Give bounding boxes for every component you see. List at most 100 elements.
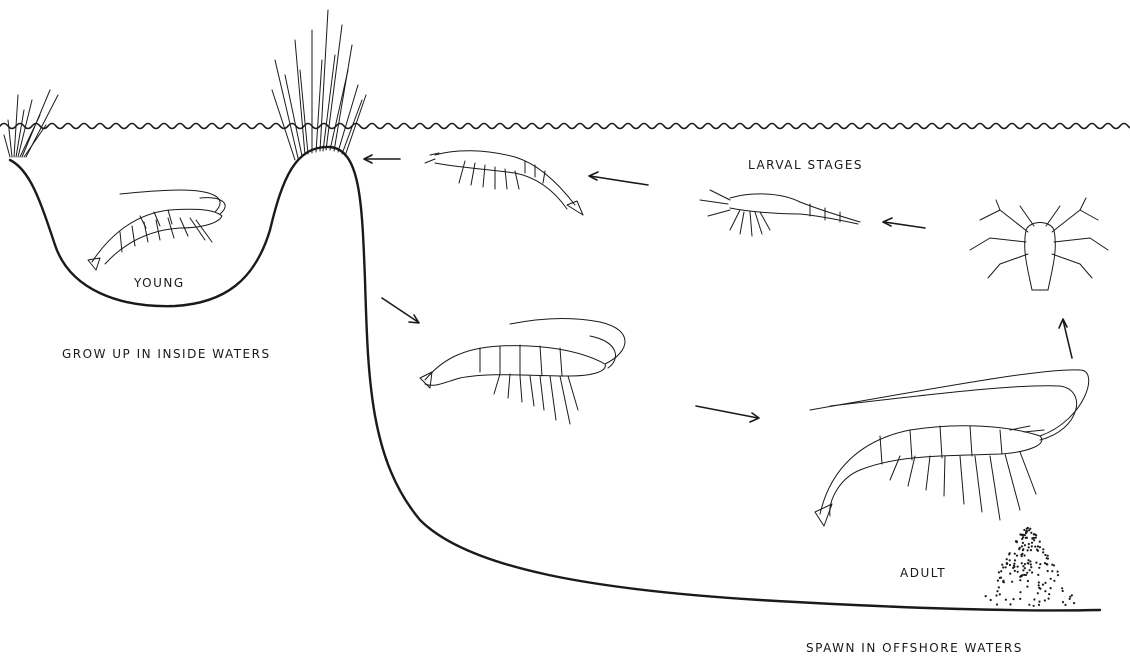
egg-dot xyxy=(1029,560,1031,562)
arrow-icon xyxy=(1059,319,1072,358)
egg-dot xyxy=(1017,566,1019,568)
egg-dot xyxy=(1024,563,1026,565)
egg-dot xyxy=(1014,553,1016,555)
egg-dot xyxy=(999,593,1001,595)
egg-dot xyxy=(996,590,998,592)
label-grow-up-inside-waters: GROW UP IN INSIDE WATERS xyxy=(62,347,271,361)
egg-dot xyxy=(1031,571,1033,573)
egg-dot xyxy=(1026,572,1028,574)
egg-dot xyxy=(1027,580,1029,582)
egg-dot xyxy=(1030,532,1032,534)
egg-dot xyxy=(1038,581,1040,583)
egg-dot xyxy=(1046,557,1048,559)
egg-dot xyxy=(1038,567,1040,569)
egg-dot xyxy=(1022,565,1024,567)
egg-dot xyxy=(1035,534,1037,536)
egg-dot xyxy=(1030,549,1032,551)
egg-dot xyxy=(1048,598,1050,600)
marsh-grass-icon xyxy=(272,10,366,160)
egg-dot xyxy=(1025,531,1027,533)
egg-dot xyxy=(1006,558,1008,560)
egg-dot xyxy=(1042,551,1044,553)
egg-dot xyxy=(1021,534,1023,536)
egg-dot xyxy=(1028,604,1030,606)
egg-dot xyxy=(1039,541,1041,543)
egg-dot xyxy=(1024,567,1026,569)
egg-dot xyxy=(1062,590,1064,592)
nauplius-larva-icon xyxy=(970,198,1108,290)
egg-dot xyxy=(1021,538,1023,540)
egg-dot xyxy=(1022,569,1024,571)
egg-dot xyxy=(1061,587,1063,589)
egg-dot xyxy=(1069,598,1071,600)
egg-dot xyxy=(1047,555,1049,557)
egg-dot xyxy=(1000,577,1002,579)
egg-dot xyxy=(1064,604,1066,606)
egg-dot xyxy=(1014,570,1016,572)
egg-dot xyxy=(1037,592,1039,594)
egg-dot xyxy=(1009,603,1011,605)
egg-dot xyxy=(1009,573,1011,575)
egg-dot xyxy=(1042,584,1044,586)
egg-dot xyxy=(1050,578,1052,580)
egg-dot xyxy=(1021,562,1023,564)
egg-dot xyxy=(1033,605,1035,607)
egg-dot xyxy=(1019,598,1021,600)
egg-dot xyxy=(1057,574,1059,576)
egg-dot xyxy=(1039,546,1041,548)
egg-dot xyxy=(1027,549,1029,551)
egg-dot xyxy=(1030,563,1032,565)
egg-dot xyxy=(1051,570,1053,572)
egg-dot xyxy=(1014,559,1016,561)
egg-dot xyxy=(1037,545,1039,547)
egg-dot xyxy=(1073,602,1075,604)
arrow-icon xyxy=(696,406,759,422)
egg-dot xyxy=(1013,563,1015,565)
egg-dot xyxy=(1020,554,1022,556)
egg-dot xyxy=(1027,562,1029,564)
egg-dot xyxy=(1044,599,1046,601)
egg-dot xyxy=(1057,571,1059,573)
egg-dot xyxy=(1008,553,1010,555)
egg-dot xyxy=(1033,533,1035,535)
egg-dot xyxy=(1023,529,1025,531)
egg-dot xyxy=(1025,537,1027,539)
egg-dot xyxy=(1001,564,1003,566)
egg-dot xyxy=(990,599,992,601)
egg-dot xyxy=(1044,554,1046,556)
egg-dot xyxy=(1038,604,1040,606)
egg-dot xyxy=(1013,566,1015,568)
egg-dot xyxy=(1053,580,1055,582)
shrimp-adult-icon xyxy=(810,370,1089,526)
egg-dot xyxy=(1027,559,1029,561)
egg-dot xyxy=(1035,562,1037,564)
egg-dot xyxy=(985,595,987,597)
egg-dot xyxy=(995,594,997,596)
egg-dot xyxy=(1033,598,1035,600)
egg-dot xyxy=(1024,534,1026,536)
arrow-icon xyxy=(364,155,400,163)
egg-dot xyxy=(1027,527,1029,529)
egg-dot xyxy=(1017,571,1019,573)
egg-dot xyxy=(1039,563,1041,565)
arrow-icon xyxy=(883,218,925,228)
egg-dot xyxy=(1022,549,1024,551)
egg-dot xyxy=(1053,564,1055,566)
egg-dot xyxy=(1005,599,1007,601)
egg-dot xyxy=(1019,591,1021,593)
egg-dot xyxy=(1019,576,1021,578)
egg-dot xyxy=(1033,539,1035,541)
egg-dot xyxy=(1021,545,1023,547)
egg-dot xyxy=(1031,545,1033,547)
egg-dot xyxy=(1012,598,1014,600)
egg-dot xyxy=(1029,569,1031,571)
egg-dot xyxy=(1019,547,1021,549)
egg-dot xyxy=(1038,601,1040,603)
mysis-larva-icon xyxy=(700,190,860,236)
egg-dot xyxy=(1000,570,1002,572)
arrow-icon xyxy=(382,298,419,323)
egg-dot xyxy=(1016,555,1018,557)
egg-dot xyxy=(1025,574,1027,576)
eggs-icon xyxy=(985,527,1076,607)
